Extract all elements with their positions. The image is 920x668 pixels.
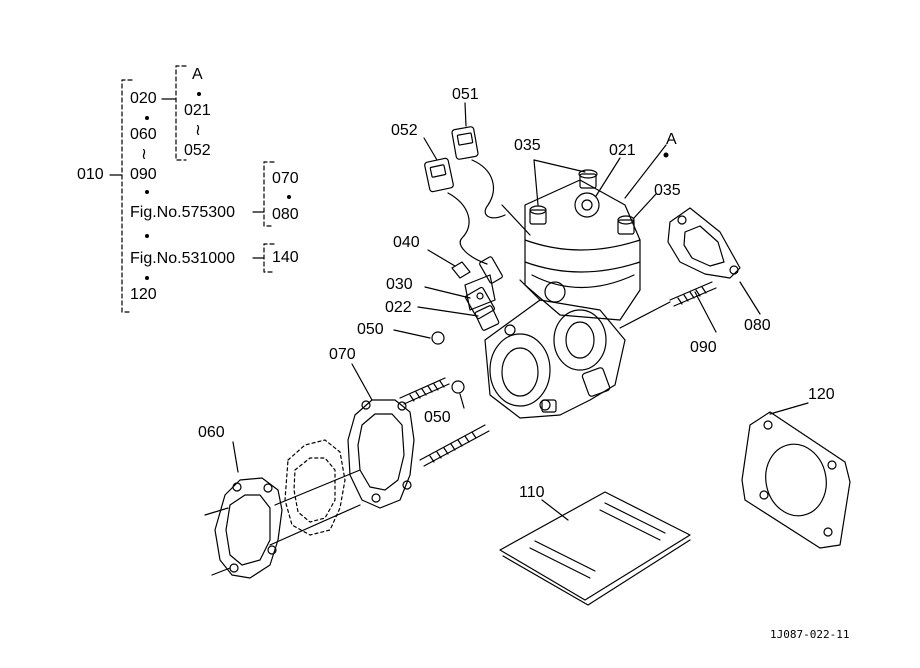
gasket-060 xyxy=(204,477,283,579)
tree-fig2-child-140: 140 xyxy=(272,249,299,266)
gasket-ghost xyxy=(284,439,346,536)
callout-052: 052 xyxy=(391,122,418,139)
tree-item-060: 060 xyxy=(130,126,157,143)
gasket-070 xyxy=(347,399,415,509)
callout-030: 030 xyxy=(386,276,413,293)
dowel-lines xyxy=(269,469,361,546)
tree-dot xyxy=(145,276,149,280)
gasket-080 xyxy=(619,207,741,329)
instruction-booklet xyxy=(499,491,691,606)
callout-080: 080 xyxy=(744,317,771,334)
tree-sub-head: A xyxy=(192,66,203,83)
callout-120: 120 xyxy=(808,386,835,403)
tree-sub-to: 052 xyxy=(184,142,211,159)
tree-connectors xyxy=(109,98,265,259)
tree-fig-575300: Fig.No.575300 xyxy=(130,204,235,221)
tree-fig-531000: Fig.No.531000 xyxy=(130,250,235,267)
callout-070: 070 xyxy=(329,346,356,363)
tree-dot xyxy=(145,190,149,194)
gasket-120 xyxy=(741,411,851,549)
studs xyxy=(399,281,717,467)
callout-110: 110 xyxy=(519,484,545,501)
tree-range-tilde: ≀ xyxy=(195,120,201,139)
tree-fig1-child-080: 080 xyxy=(272,206,299,223)
callout-040: 040 xyxy=(393,234,420,251)
callout-051: 051 xyxy=(452,86,479,103)
tree-item-020: 020 xyxy=(130,90,157,107)
tree-dot xyxy=(145,234,149,238)
tree-root-label: 010 xyxy=(77,166,104,183)
thermostat-body xyxy=(464,279,626,419)
tree-sub-from: 021 xyxy=(184,102,211,119)
tree-item-090: 090 xyxy=(130,166,157,183)
point-a-marker xyxy=(663,152,669,158)
tree-fig1-child-070: 070 xyxy=(272,170,299,187)
tree-dot xyxy=(197,92,201,96)
check-balls xyxy=(431,331,465,394)
tree-dot xyxy=(145,116,149,120)
drawing-code: 1J087-022-11 xyxy=(770,628,850,641)
cap-housing xyxy=(524,169,641,321)
clip-and-bracket xyxy=(451,261,500,331)
callout-035-right: 035 xyxy=(654,182,681,199)
leader-lines xyxy=(232,102,809,521)
callout-a: A xyxy=(666,131,677,148)
tree-dot xyxy=(287,195,291,199)
tree-range-tilde: ≀ xyxy=(141,144,147,163)
tree-item-120: 120 xyxy=(130,286,157,303)
callout-090: 090 xyxy=(690,339,717,356)
callout-050-bottom: 050 xyxy=(424,409,451,426)
callout-060: 060 xyxy=(198,424,225,441)
callout-022: 022 xyxy=(385,299,412,316)
callout-050-top: 050 xyxy=(357,321,384,338)
callout-021: 021 xyxy=(609,142,636,159)
callout-035-left: 035 xyxy=(514,137,541,154)
